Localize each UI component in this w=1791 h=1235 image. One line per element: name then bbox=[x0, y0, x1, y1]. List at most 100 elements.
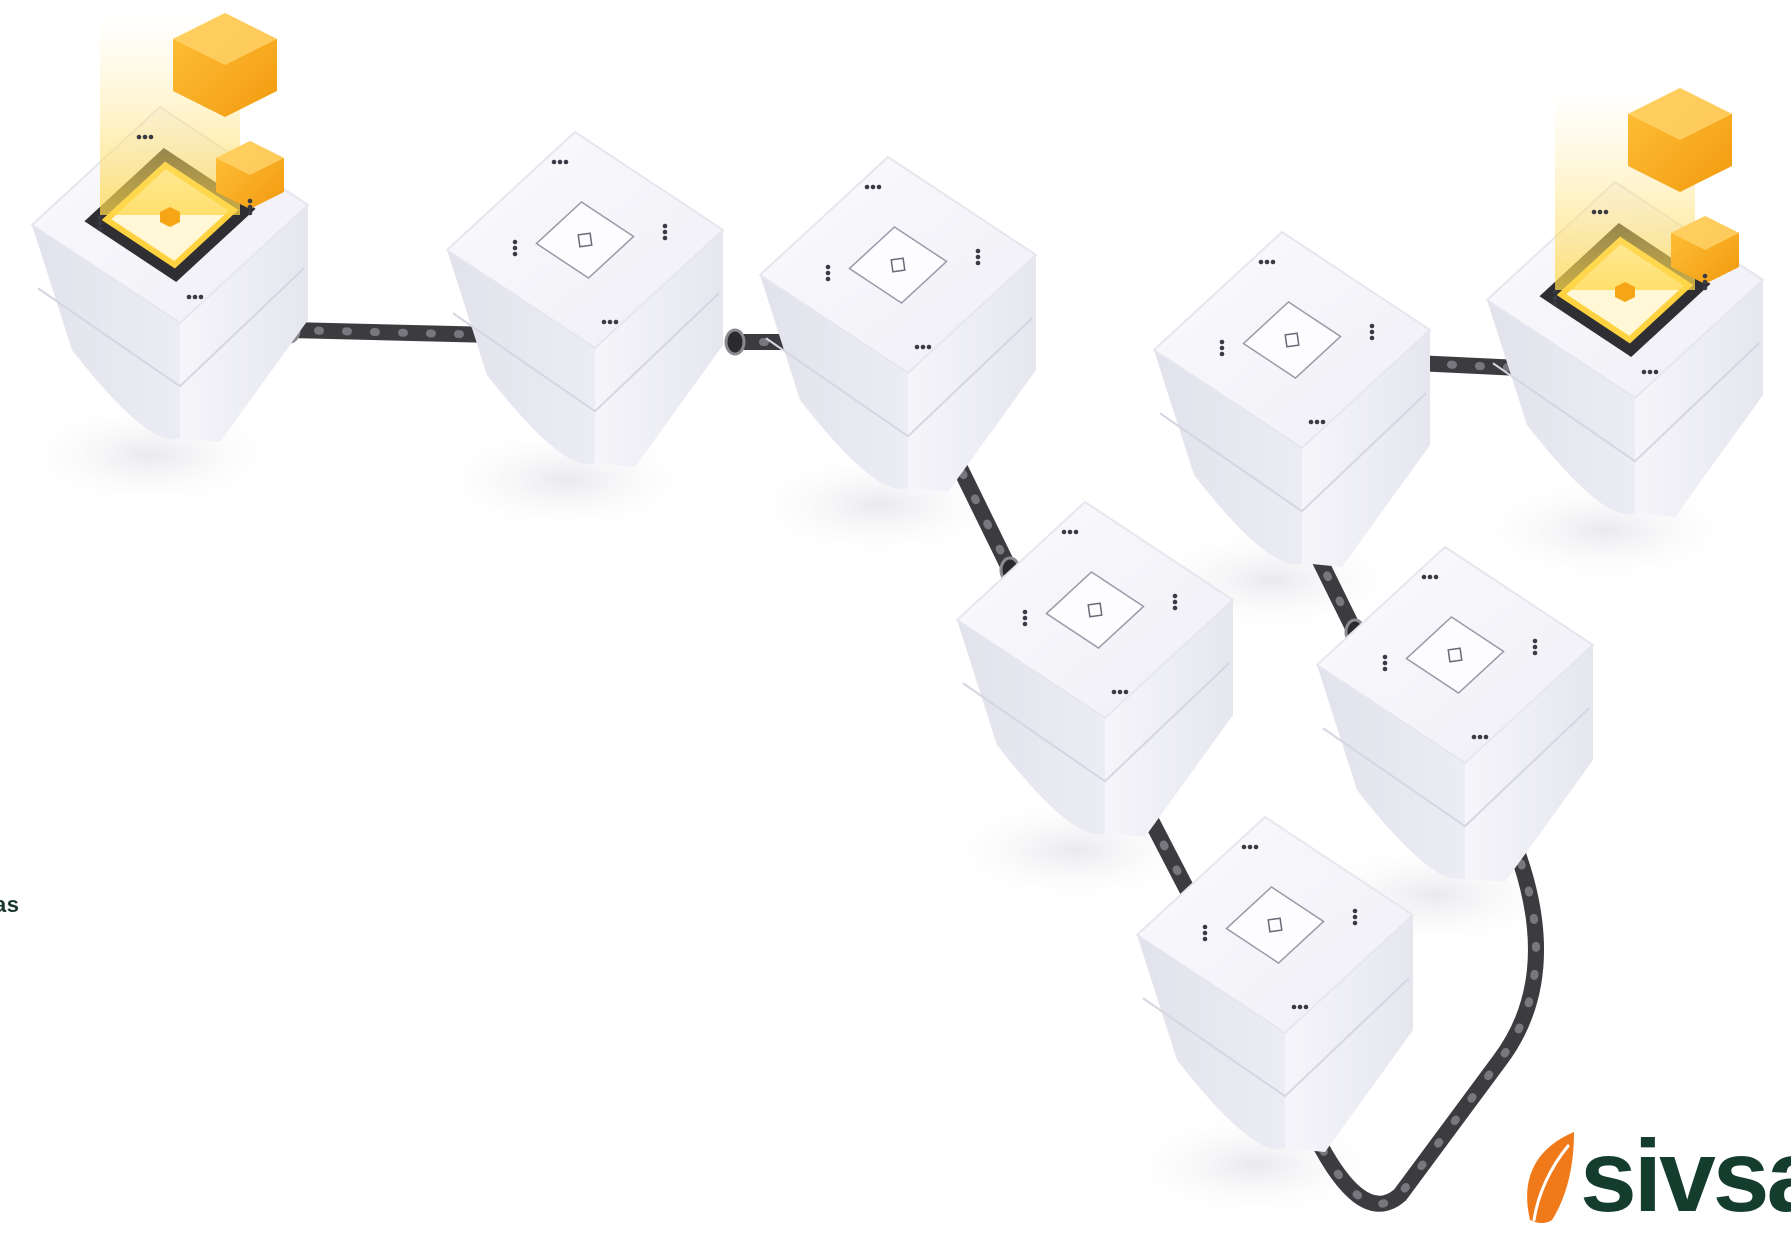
status-dot bbox=[1308, 419, 1314, 425]
status-dot bbox=[926, 344, 932, 350]
status-dot bbox=[247, 198, 253, 204]
cube-side-right bbox=[1302, 330, 1430, 567]
status-dot bbox=[1427, 574, 1433, 580]
status-dot bbox=[1552, 301, 1558, 307]
status-dot bbox=[1297, 1004, 1303, 1010]
status-dot bbox=[1352, 914, 1358, 920]
cube-side-left bbox=[760, 275, 908, 490]
cubes bbox=[31, 13, 1764, 1152]
cube-side-left bbox=[1154, 350, 1302, 565]
status-dot bbox=[192, 294, 198, 300]
status-dot bbox=[975, 248, 981, 254]
status-dot bbox=[247, 204, 253, 210]
status-dot bbox=[864, 184, 870, 190]
status-dot bbox=[662, 229, 668, 235]
status-dot bbox=[1591, 209, 1597, 215]
status-dot bbox=[247, 210, 253, 216]
amber-block-face bbox=[1628, 88, 1732, 140]
cube-side-right bbox=[595, 230, 723, 467]
status-dot bbox=[825, 270, 831, 276]
status-dot bbox=[1382, 666, 1388, 672]
status-dot bbox=[1219, 351, 1225, 357]
status-dot bbox=[1123, 689, 1129, 695]
sivsa-logo: sivsa bbox=[1516, 1119, 1791, 1233]
status-dot bbox=[1382, 654, 1388, 660]
status-dot bbox=[1477, 734, 1483, 740]
status-dot bbox=[1421, 574, 1427, 580]
status-dot bbox=[1532, 638, 1538, 644]
status-dot bbox=[1552, 295, 1558, 301]
status-dot bbox=[551, 159, 557, 165]
cube-5 bbox=[956, 501, 1234, 837]
status-dot bbox=[1219, 339, 1225, 345]
cube-side-right bbox=[1105, 600, 1233, 837]
status-dot bbox=[662, 223, 668, 229]
status-dot bbox=[1202, 930, 1208, 936]
edge-text-fragment: as bbox=[0, 892, 20, 917]
status-dot bbox=[1022, 615, 1028, 621]
cable-7-8-studs bbox=[1306, 851, 1540, 1208]
cube-seam bbox=[1492, 342, 1760, 463]
status-dot bbox=[1241, 844, 1247, 850]
small-amber-block bbox=[160, 207, 180, 227]
status-dot bbox=[1702, 285, 1708, 291]
cube-side-right bbox=[1635, 280, 1763, 517]
cube-seam bbox=[1159, 392, 1427, 513]
status-dot bbox=[975, 260, 981, 266]
status-dot bbox=[557, 159, 563, 165]
status-dot bbox=[1314, 419, 1320, 425]
status-dot bbox=[1303, 1004, 1309, 1010]
status-dot bbox=[563, 159, 569, 165]
status-dot bbox=[1352, 908, 1358, 914]
amber-block-face bbox=[1671, 216, 1739, 250]
small-amber-block bbox=[1615, 282, 1635, 302]
status-dot bbox=[148, 134, 154, 140]
sensor-button bbox=[1045, 571, 1145, 649]
status-dot bbox=[1061, 529, 1067, 535]
cube-side-right bbox=[1285, 915, 1413, 1152]
cube-seam bbox=[765, 317, 1033, 438]
status-dot bbox=[512, 245, 518, 251]
status-dot bbox=[1382, 660, 1388, 666]
status-dot bbox=[1022, 609, 1028, 615]
sensor-icon bbox=[1267, 917, 1283, 933]
status-dot bbox=[1369, 329, 1375, 335]
status-dot bbox=[186, 294, 192, 300]
cube-side-left bbox=[1487, 300, 1635, 515]
cube-side-left bbox=[957, 620, 1105, 835]
status-dot bbox=[97, 226, 103, 232]
cube-seam bbox=[452, 292, 720, 413]
status-dot bbox=[1702, 279, 1708, 285]
status-dot bbox=[1653, 369, 1659, 375]
status-dot bbox=[1022, 621, 1028, 627]
amber-block-face bbox=[173, 13, 277, 65]
status-dot bbox=[1597, 209, 1603, 215]
status-dot bbox=[1532, 644, 1538, 650]
status-dot bbox=[1264, 259, 1270, 265]
status-dot bbox=[1172, 599, 1178, 605]
status-dot bbox=[1202, 924, 1208, 930]
cube-2 bbox=[446, 131, 724, 467]
sensor-button bbox=[1242, 301, 1342, 379]
status-dot bbox=[1552, 289, 1558, 295]
status-dot bbox=[870, 184, 876, 190]
cable-1-2-studs bbox=[286, 326, 499, 339]
sensor-button bbox=[1225, 886, 1325, 964]
status-dot bbox=[1603, 209, 1609, 215]
status-dot bbox=[825, 276, 831, 282]
status-dot bbox=[1247, 844, 1253, 850]
status-dot bbox=[1369, 323, 1375, 329]
status-dot bbox=[512, 251, 518, 257]
status-dot bbox=[198, 294, 204, 300]
status-dot bbox=[1258, 259, 1264, 265]
cube-seam bbox=[1142, 977, 1410, 1098]
status-dot bbox=[825, 264, 831, 270]
status-dot bbox=[1067, 529, 1073, 535]
status-dot bbox=[1270, 259, 1276, 265]
sensor-icon bbox=[1087, 602, 1103, 618]
amber-block-face bbox=[216, 141, 284, 175]
status-dot bbox=[1352, 920, 1358, 926]
status-dot bbox=[1433, 574, 1439, 580]
cable-2-3-port-1 bbox=[724, 328, 746, 356]
status-dot bbox=[876, 184, 882, 190]
